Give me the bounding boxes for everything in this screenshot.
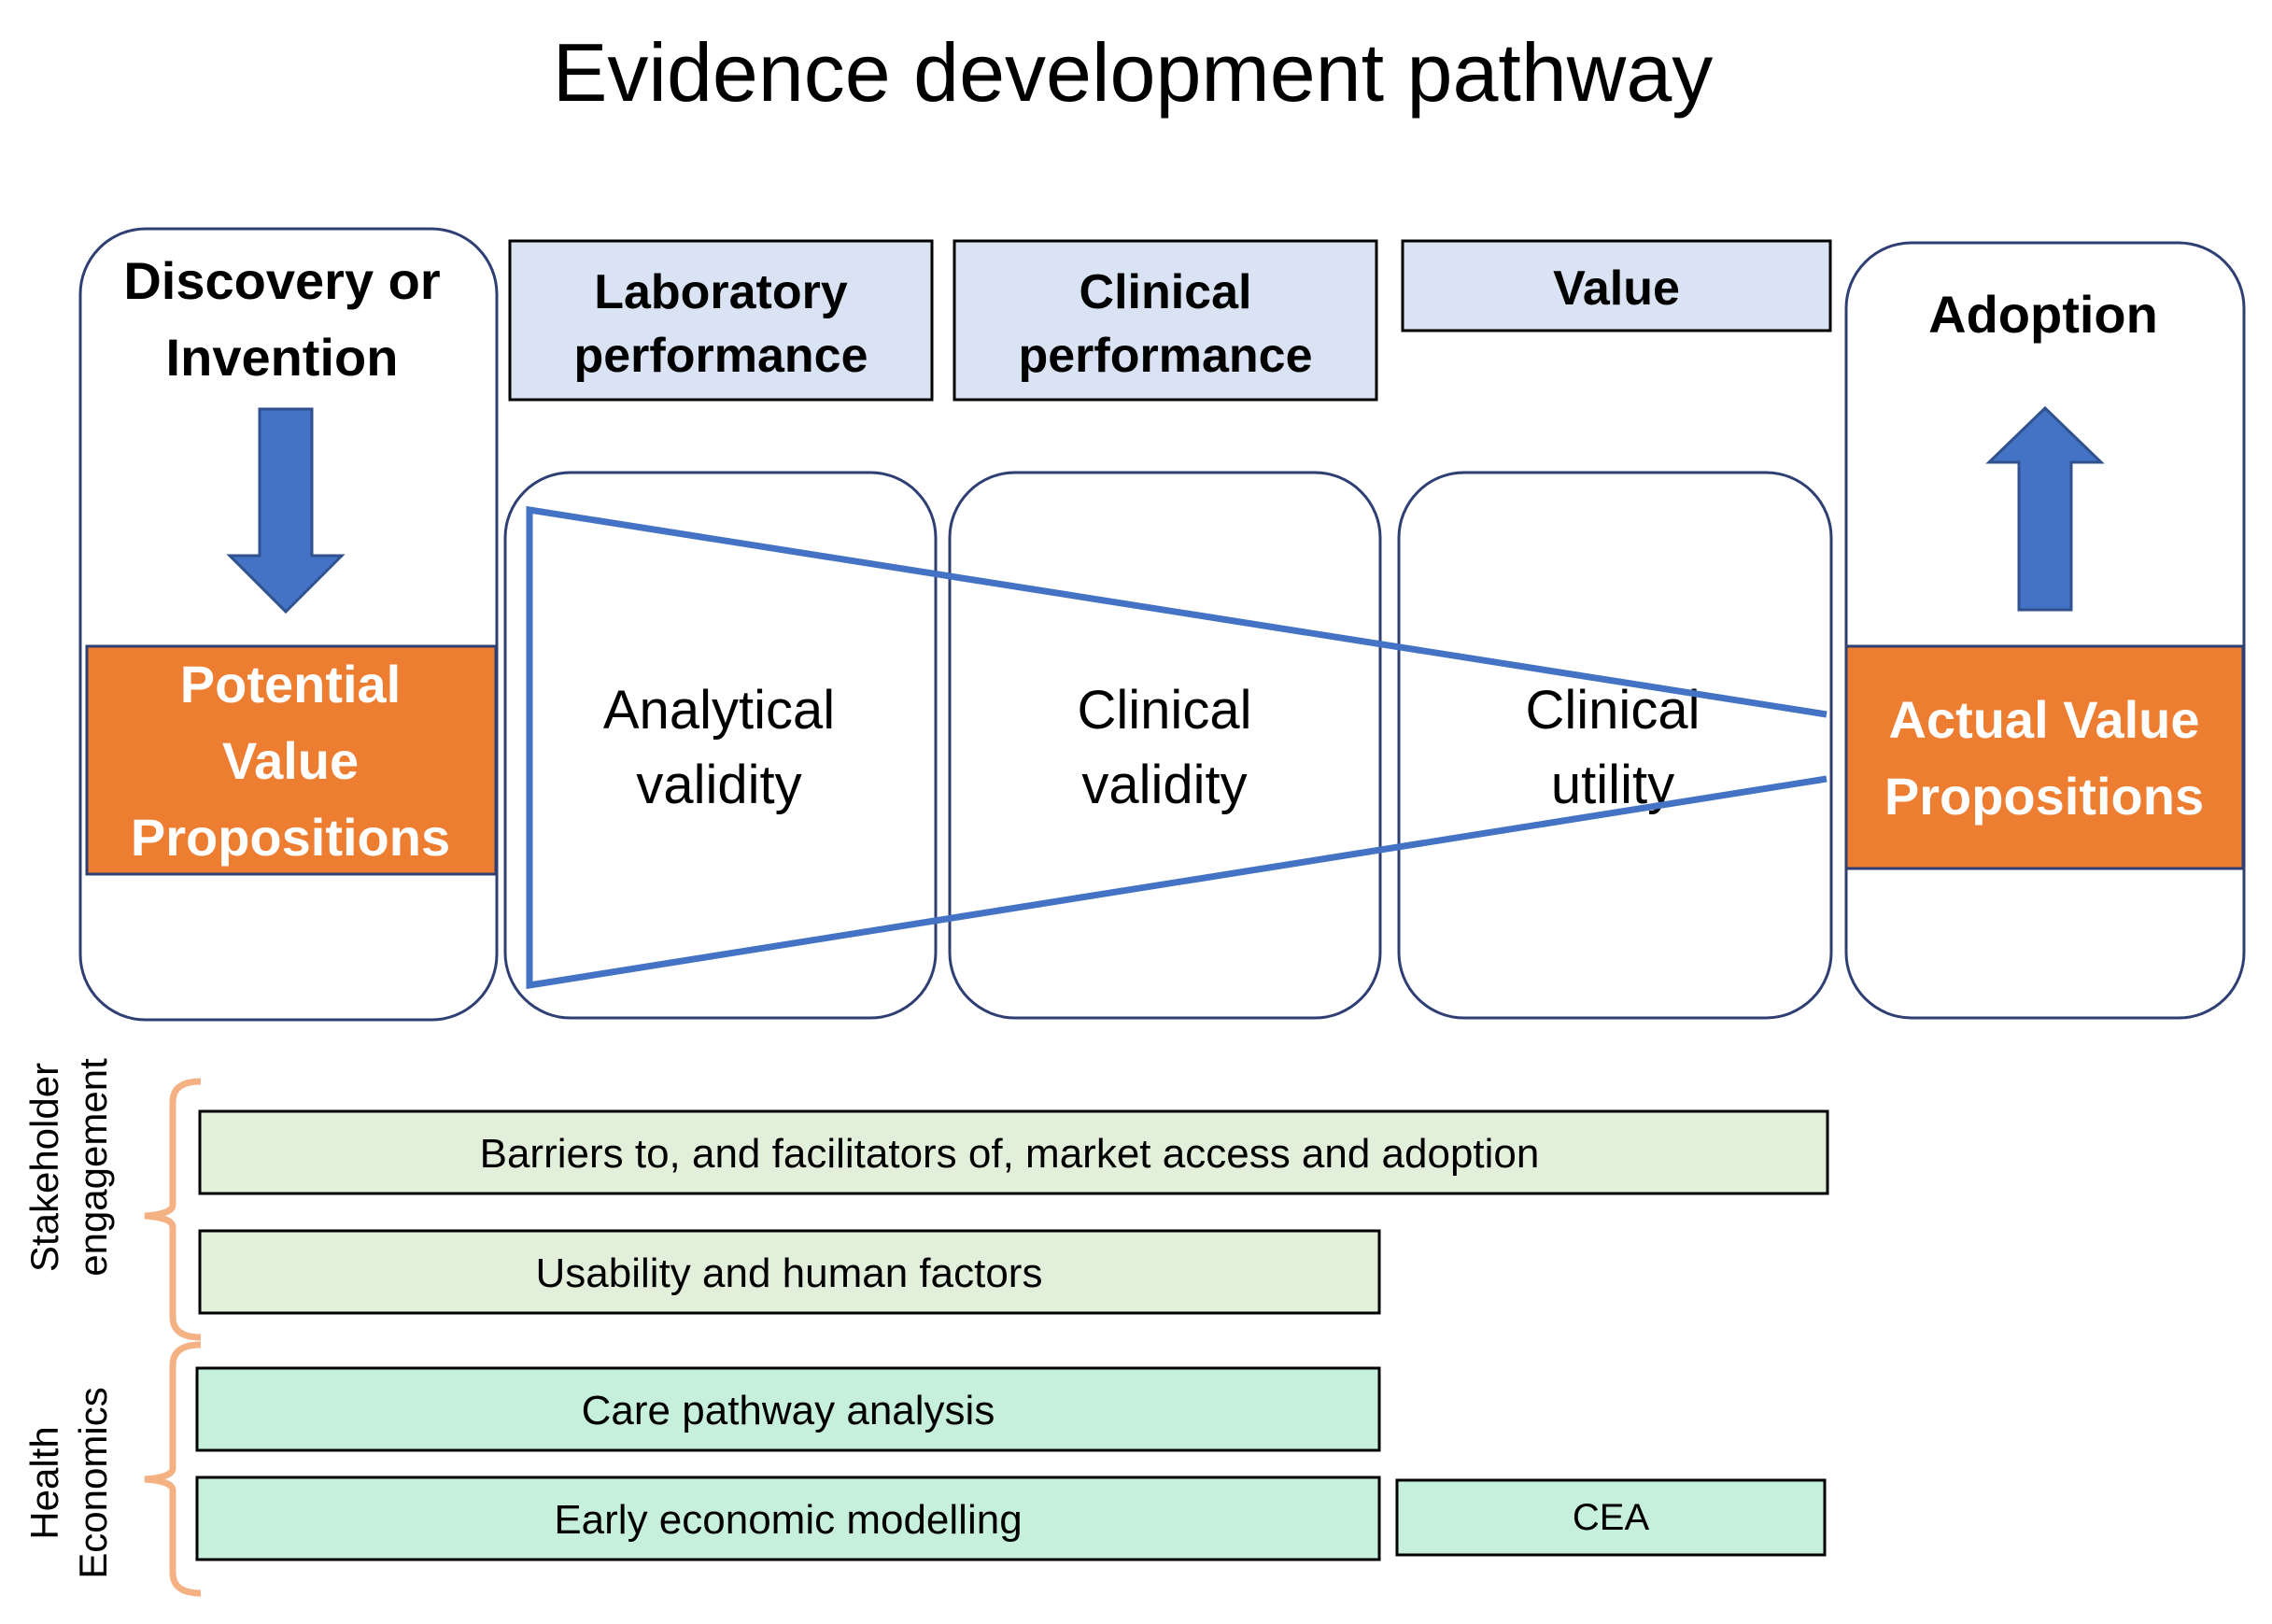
page-title: Evidence development pathway <box>553 26 1714 119</box>
stakeholder-label-line2: engagement <box>71 1058 115 1277</box>
discovery-label-line1: Discovery or <box>123 251 440 310</box>
early-economic-modelling-bar: Early economic modelling <box>195 1476 1381 1561</box>
stakeholder-bracket <box>144 1078 202 1341</box>
header-clinical-line1: Clinical <box>1080 265 1252 319</box>
potential-value-line1: Potential <box>180 655 401 713</box>
care-pathway-bar-label: Care pathway analysis <box>582 1388 995 1433</box>
header-laboratory-performance: Laboratory performance <box>508 239 934 402</box>
analytical-validity-box: Analytical validity <box>503 471 938 1020</box>
cea-bar-label: CEA <box>1573 1497 1650 1538</box>
health-label-line1: Health <box>22 1426 66 1539</box>
potential-value-line3: Propositions <box>131 808 450 867</box>
up-arrow-icon <box>1985 405 2105 612</box>
clinical-utility-box: Clinical utility <box>1397 471 1833 1020</box>
health-economics-label: Health Economics <box>22 1387 115 1578</box>
early-economic-modelling-label: Early economic modelling <box>554 1497 1022 1543</box>
header-clinical-performance: Clinical performance <box>953 239 1378 402</box>
usability-bar: Usability and human factors <box>198 1229 1381 1315</box>
health-label-line2: Economics <box>71 1387 115 1578</box>
stakeholder-label-line1: Stakeholder <box>22 1063 66 1272</box>
care-pathway-bar: Care pathway analysis <box>195 1366 1381 1452</box>
actual-value-line1: Actual Value <box>1888 690 2199 749</box>
header-value: Value <box>1401 239 1832 332</box>
clinical-validity-line1: Clinical <box>1078 680 1252 741</box>
analytical-validity-line1: Analytical <box>603 680 835 741</box>
header-laboratory-line1: Laboratory <box>594 265 848 319</box>
potential-value-box <box>85 644 498 876</box>
analytical-validity-line2: validity <box>636 755 801 815</box>
potential-value-line2: Value <box>222 731 359 790</box>
discovery-stage: Discovery or Invention Potential Value P… <box>78 227 499 1022</box>
actual-value-line2: Propositions <box>1884 767 2204 826</box>
health-economics-bracket <box>144 1341 202 1597</box>
adoption-label: Adoption <box>1928 285 2158 344</box>
usability-bar-label: Usability and human factors <box>536 1250 1043 1296</box>
discovery-label-line2: Invention <box>166 328 399 387</box>
header-value-line1: Value <box>1553 261 1680 316</box>
evidence-funnel <box>526 505 1827 990</box>
actual-value-box <box>1844 644 2245 870</box>
header-laboratory-line2: performance <box>574 329 868 383</box>
cea-bar: CEA <box>1395 1478 1827 1557</box>
adoption-stage: Adoption Actual Value Propositions <box>1844 241 2246 1020</box>
clinical-validity-box: Clinical validity <box>948 471 1382 1020</box>
barriers-bar: Barriers to, and facilitators of, market… <box>198 1109 1829 1195</box>
clinical-validity-line2: validity <box>1081 755 1247 815</box>
down-arrow-icon <box>226 407 346 614</box>
barriers-bar-label: Barriers to, and facilitators of, market… <box>480 1131 1540 1177</box>
stakeholder-engagement-label: Stakeholder engagement <box>22 1058 115 1277</box>
header-clinical-line2: performance <box>1019 329 1313 383</box>
